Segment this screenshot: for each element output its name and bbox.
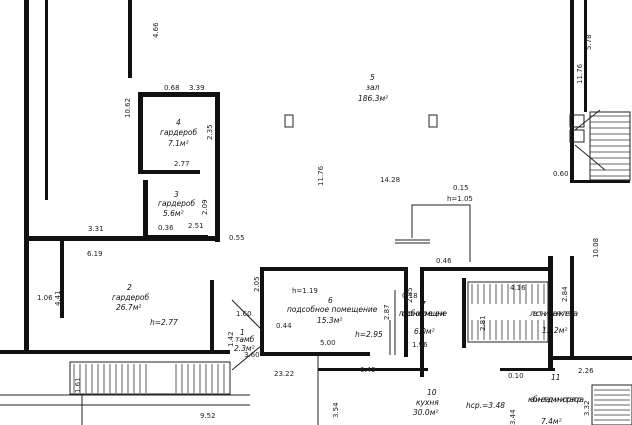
room-4-name: гардероб: [160, 128, 197, 137]
dim-6-19: 6.19: [87, 250, 103, 258]
dim-2-85: 2.85: [406, 287, 414, 303]
room-7-label: 7 подсобное помещение 6.0м²: [399, 300, 447, 336]
dim-2-84: 2.84: [561, 286, 569, 302]
dim-2-87: 2.87: [383, 304, 391, 320]
dim-3-60: 3.60: [244, 351, 260, 359]
dim-2-05: 2.05: [253, 276, 261, 292]
room-10-label: 10 кухня 30.0м² hср.=3.48: [413, 388, 505, 417]
dim-3-44: 3.44: [509, 409, 517, 425]
room-7-name: подсобное помещение: [399, 309, 447, 318]
room-11-id: 11: [551, 373, 561, 382]
dim-2-81: 2.81: [479, 315, 487, 331]
dim-3-32: 3.32: [583, 400, 591, 416]
height-1-05: h=1.05: [447, 195, 473, 203]
room-2-label: 2 гардероб 26.7м² h=2.77: [112, 283, 178, 327]
dim-1-60: 1.60: [236, 310, 252, 318]
dim-0-60: 0.60: [553, 170, 569, 178]
dim-9-52: 9.52: [200, 412, 216, 420]
dimension-labels: 4.66 10.62 0.68 3.39 2.35 2.77 2.09 0.36…: [37, 22, 600, 425]
room-2-name: гардероб: [112, 293, 149, 302]
room-4-area: 7.1м²: [168, 139, 189, 148]
room-5-label: 5 зал 186.3м²: [358, 73, 388, 103]
stair-treads: [73, 115, 630, 421]
dim-0-68: 0.68: [164, 84, 180, 92]
room-1-name: тамб: [235, 335, 255, 344]
dim-11-76-b: 11.76: [576, 63, 584, 84]
dim-0-49: 0.49: [360, 366, 376, 374]
walls: [0, 0, 632, 377]
room-2-area: 26.7м²: [116, 303, 141, 312]
room-1-area: 2.3м²: [234, 344, 255, 353]
room-10-id: 10: [427, 388, 437, 397]
room-11-label: 11 кабинет администра-тора 7.4м²: [528, 373, 584, 425]
dim-5-78: 5.78: [585, 34, 593, 50]
dim-3-31: 3.31: [88, 225, 104, 233]
room-10-height: hср.=3.48: [466, 401, 505, 410]
dim-0-36: 0.36: [158, 224, 174, 232]
room-6-height: h=2.95: [355, 330, 383, 339]
room-7-id: 7: [421, 300, 426, 309]
dim-0-10: 0.10: [508, 372, 524, 380]
dim-2-51: 2.51: [188, 222, 204, 230]
dim-2-26: 2.26: [578, 367, 594, 375]
dim-3-39: 3.39: [189, 84, 205, 92]
room-6-name: подсобное помещение: [287, 305, 378, 314]
room-7-area: 6.0м²: [414, 327, 435, 336]
dim-3-54: 3.54: [332, 402, 340, 418]
room-10-area: 30.0м²: [413, 408, 438, 417]
stairs-core: [467, 281, 549, 343]
room-4-label: 4 гардероб 7.1м²: [160, 118, 197, 148]
room-5-id: 5: [370, 73, 375, 82]
room-1-id: 1: [240, 328, 245, 337]
room-1-label: 1 тамб 2.3м²: [234, 328, 255, 353]
dim-11-76-a: 11.76: [317, 165, 325, 186]
dim-5-00: 5.00: [320, 339, 336, 347]
stairwell-area: 13.2м²: [542, 326, 567, 335]
dim-0-18: 0.18: [402, 292, 418, 300]
room-3-id: 3: [174, 190, 179, 199]
dim-0-55: 0.55: [229, 234, 245, 242]
dim-0-15: 0.15: [453, 184, 469, 192]
stairs-bottom-right: [591, 384, 632, 425]
dim-10-62: 10.62: [124, 98, 132, 118]
room-5-name: зал: [366, 83, 380, 92]
height-1-19: h=1.19: [292, 287, 318, 295]
dim-2-77-a: 2.77: [174, 160, 190, 168]
dim-1-42: 1.42: [227, 331, 235, 347]
dim-2-09: 2.09: [201, 199, 209, 215]
dim-1-96: 1.96: [412, 341, 428, 349]
dim-23-22: 23.22: [274, 370, 294, 378]
room-2-height: h=2.77: [150, 318, 178, 327]
dim-0-44: 0.44: [276, 322, 292, 330]
dim-4-66: 4.66: [152, 22, 160, 38]
columns: [284, 114, 585, 143]
dim-4-41: 4.41: [54, 290, 62, 306]
room-2-id: 2: [127, 283, 132, 292]
room-3-name: гардероб: [158, 199, 195, 208]
stairwell-name: лестничная клетка: [529, 309, 578, 318]
stairs-bottom-left: [69, 361, 231, 395]
dim-0-46: 0.46: [436, 257, 452, 265]
dim-1-06: 1.06: [37, 294, 53, 302]
room-11-name: кабинет администра-тора: [528, 395, 584, 404]
dim-10-08: 10.08: [592, 238, 600, 258]
room-4-id: 4: [176, 118, 181, 127]
room-11-area: 7.4м²: [541, 417, 562, 425]
room-3-label: 3 гардероб 5.6м²: [158, 190, 195, 218]
room-6-label: 6 подсобное помещение 15.3м² h=2.95: [287, 296, 383, 339]
dim-2-35: 2.35: [206, 124, 214, 140]
room-5-area: 186.3м²: [358, 94, 388, 103]
stairwell-label: лестничная клетка 13.2м²: [529, 309, 578, 335]
room-3-area: 5.6м²: [163, 209, 184, 218]
room-6-id: 6: [328, 296, 333, 305]
dim-14-28: 14.28: [380, 176, 400, 184]
dim-1-61: 1.61: [74, 377, 82, 393]
dim-4-16: 4.16: [510, 284, 526, 292]
room-10-name: кухня: [416, 398, 439, 407]
room-6-area: 15.3м²: [317, 316, 342, 325]
